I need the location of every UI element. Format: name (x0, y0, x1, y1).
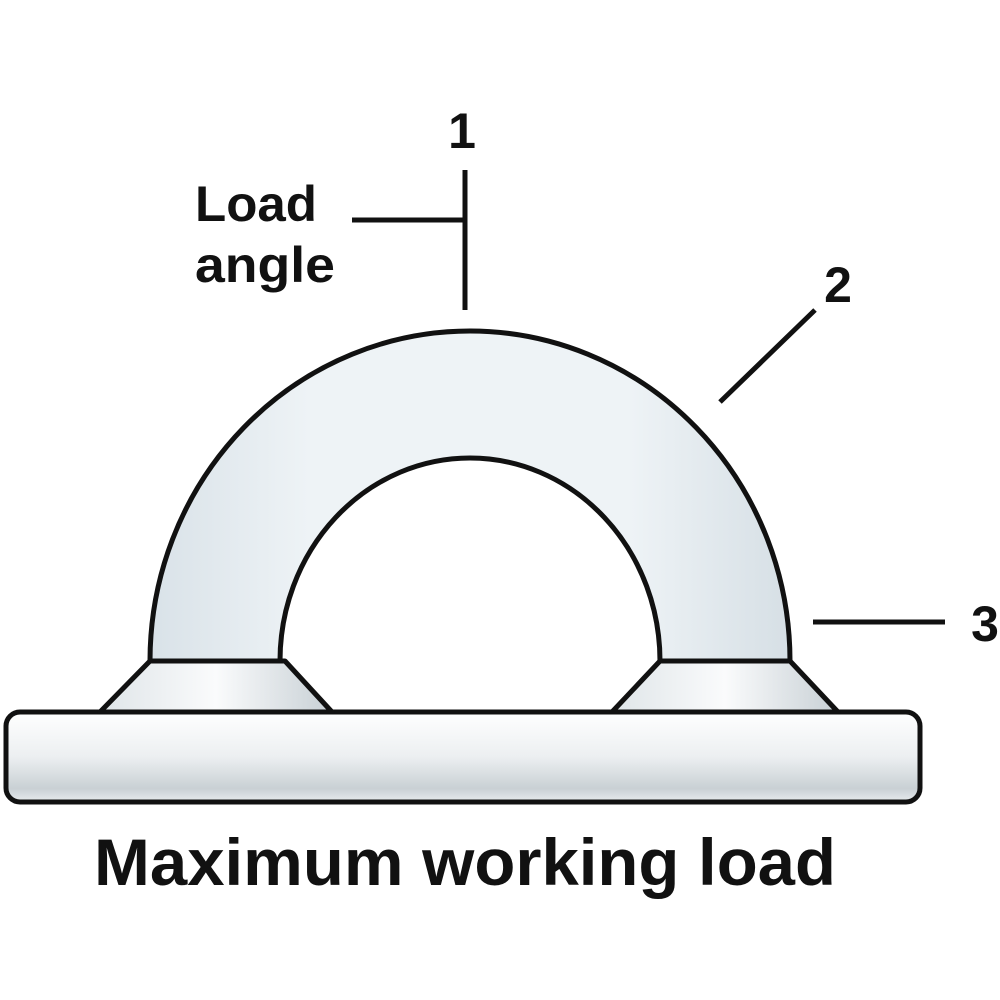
base-plate (3, 709, 923, 805)
callout-1-label: 1 (448, 103, 476, 159)
load-angle-label-line2: angle (195, 237, 335, 293)
right-weld-base (609, 658, 841, 715)
left-weld-base (97, 658, 335, 715)
callout-2-leader (718, 308, 817, 404)
caption: Maximum working load (94, 825, 836, 899)
callout-2-label: 2 (824, 257, 852, 313)
ring-arch (147, 328, 793, 664)
callout-3-label: 3 (971, 596, 999, 652)
load-angle-label-line1: Load (195, 176, 317, 232)
